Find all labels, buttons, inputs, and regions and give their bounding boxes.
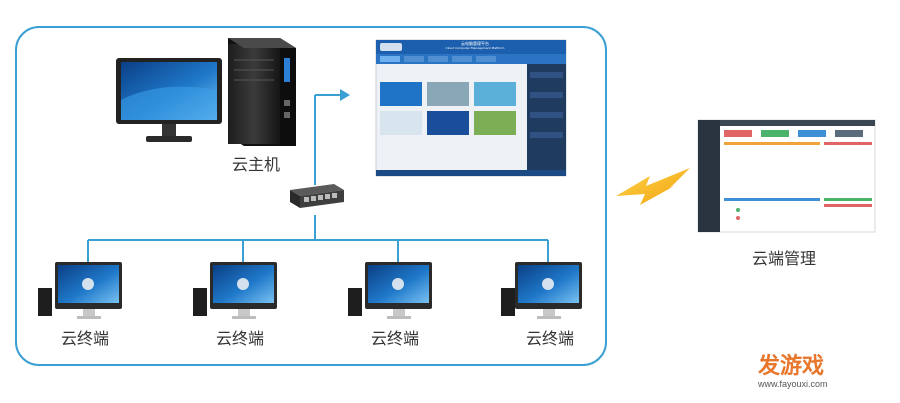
dashboard-screenshot	[697, 119, 876, 233]
host-tower	[228, 38, 296, 146]
platform-window	[375, 39, 567, 177]
watermark-url: www.fayouxi.com	[758, 379, 828, 389]
terminal-label-4: 云终端	[526, 329, 575, 348]
connection-lines	[87, 94, 549, 262]
lightning-icon	[616, 168, 690, 205]
terminal-label-1: 云终端	[61, 329, 110, 348]
terminal-label-3: 云终端	[371, 329, 420, 348]
arrow-head	[340, 89, 350, 101]
terminal-3	[348, 262, 432, 319]
lan-frame	[15, 26, 607, 366]
platform-window-title: 云电脑管理平台 Cloud Computer Management Platfo…	[440, 41, 510, 51]
terminal-4	[501, 262, 582, 319]
terminal-1	[38, 262, 122, 319]
watermark-logo-text: 发游戏	[758, 354, 825, 379]
terminal-label-2: 云终端	[216, 329, 265, 348]
platform-title-text: 云电脑管理平台	[461, 41, 489, 46]
watermark: 发游戏 www.fayouxi.com	[758, 355, 868, 390]
host-monitor	[116, 58, 222, 142]
network-switch	[290, 184, 344, 208]
host-label: 云主机	[232, 155, 281, 174]
terminal-2	[193, 262, 277, 319]
management-label: 云端管理	[752, 249, 817, 268]
platform-subtitle-text: Cloud Computer Management Platform	[445, 46, 505, 50]
